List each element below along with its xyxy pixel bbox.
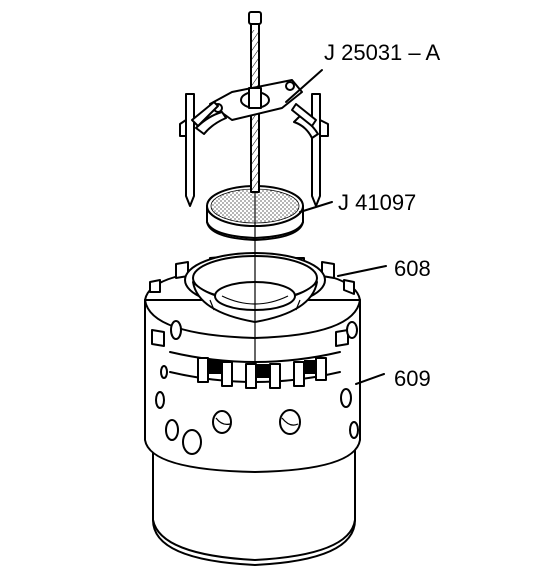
callout-j25031a: J 25031 – A (324, 40, 441, 65)
leader-lines (285, 69, 387, 385)
callout-608: 608 (394, 256, 431, 281)
callout-609: 609 (394, 366, 431, 391)
callout-j41097: J 41097 (338, 190, 416, 215)
housing-holes (155, 320, 359, 455)
part-j25031a-puller (179, 11, 329, 207)
housing-609 (144, 256, 361, 566)
